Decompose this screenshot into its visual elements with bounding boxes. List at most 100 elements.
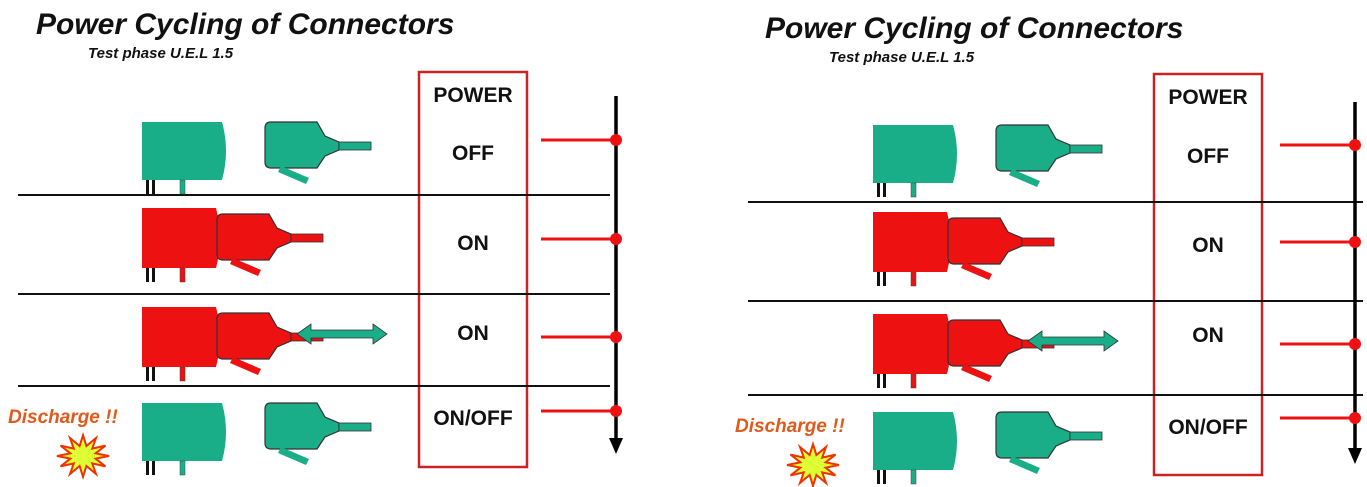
double-arrow-shape <box>296 323 388 345</box>
timeline-dot <box>610 233 622 245</box>
socket-notch <box>953 412 963 470</box>
plug-cable <box>290 233 324 243</box>
socket-pin <box>146 367 149 381</box>
socket-pin <box>146 180 149 194</box>
socket-pin <box>146 461 149 475</box>
timeline-dot <box>610 405 622 417</box>
socket-body <box>142 403 232 461</box>
plug-body <box>947 319 1023 367</box>
double-arrow-shape <box>1027 330 1119 352</box>
connector-row: OFF <box>873 124 1361 198</box>
connector-plug-icon <box>264 402 372 465</box>
socket-pin <box>152 461 155 475</box>
power-state-label: ON <box>457 322 489 345</box>
socket-pin <box>877 470 880 484</box>
connector-plug-icon <box>264 121 372 184</box>
connector-row: ON/OFF Discharge !! <box>735 411 1361 487</box>
socket-notch <box>222 403 232 461</box>
plug-cable <box>1069 144 1103 154</box>
power-state-label: OFF <box>452 142 494 165</box>
connector-row: ON <box>873 314 1361 389</box>
socket-tab <box>910 271 917 287</box>
discharge-label: Discharge !! <box>8 407 118 428</box>
diagram-title: Power Cycling of Connectors <box>36 8 454 41</box>
connector-socket-icon <box>142 122 232 195</box>
socket-pin <box>877 272 880 286</box>
socket-body <box>142 307 226 367</box>
plug-cable <box>1021 237 1055 247</box>
timeline-dot <box>610 331 622 343</box>
connector-socket-icon <box>873 314 957 389</box>
plug-body <box>264 121 340 169</box>
power-state-label: ON/OFF <box>1168 416 1247 439</box>
timeline-dot <box>1349 139 1361 151</box>
connector-socket-icon <box>873 125 963 198</box>
connector-plug-icon <box>947 217 1055 280</box>
socket-pin <box>146 268 149 282</box>
socket-body <box>873 314 957 374</box>
socket-body <box>873 412 963 470</box>
socket-body <box>142 208 226 268</box>
plug-latch <box>230 357 261 375</box>
power-state-label: OFF <box>1187 145 1229 168</box>
plug-latch <box>1009 169 1040 187</box>
socket-tab <box>910 182 917 198</box>
connector-socket-icon <box>142 403 232 476</box>
socket-pin <box>152 367 155 381</box>
socket-pin <box>877 374 880 388</box>
plug-latch <box>1009 456 1040 474</box>
connector-row: ON <box>873 212 1361 287</box>
spark-icon <box>786 440 840 487</box>
timeline-dot <box>1349 236 1361 248</box>
power-header: POWER <box>433 84 512 107</box>
plug-cable <box>338 422 372 432</box>
plug-body <box>216 312 292 360</box>
power-state-label: ON <box>1192 234 1224 257</box>
connector-plug-icon <box>216 213 324 276</box>
timeline-dot <box>610 134 622 146</box>
timeline-arrow-icon <box>609 438 623 454</box>
connector-plug-icon <box>216 312 324 375</box>
discharge-label: Discharge !! <box>735 416 845 437</box>
double-arrow-icon <box>1027 330 1119 352</box>
socket-pin <box>877 183 880 197</box>
connector-socket-icon <box>873 212 957 287</box>
power-header: POWER <box>1168 86 1247 109</box>
socket-body <box>142 122 232 180</box>
plug-cable <box>1069 431 1103 441</box>
spark-icon <box>56 431 110 481</box>
plug-body <box>216 213 292 261</box>
plug-latch <box>278 447 309 465</box>
plug-body <box>264 402 340 450</box>
connector-row: ON/OFF Discharge !! <box>8 402 622 481</box>
socket-pin <box>883 272 886 286</box>
plug-latch <box>278 166 309 184</box>
socket-tab <box>179 366 186 382</box>
socket-notch <box>953 125 963 183</box>
diagram-title: Power Cycling of Connectors <box>765 12 1183 45</box>
connector-plug-icon <box>947 319 1055 382</box>
socket-pin <box>883 183 886 197</box>
plug-latch <box>230 258 261 276</box>
socket-body <box>873 212 957 272</box>
connector-plug-icon <box>995 124 1103 187</box>
socket-pin <box>152 268 155 282</box>
diagram-subtitle: Test phase U.E.L 1.5 <box>88 45 234 62</box>
socket-pin <box>883 374 886 388</box>
power-state-label: ON/OFF <box>433 407 512 430</box>
timeline-arrow-icon <box>1348 448 1362 464</box>
socket-notch <box>222 122 232 180</box>
connector-plug-icon <box>995 411 1103 474</box>
socket-pin <box>152 180 155 194</box>
socket-pin <box>883 470 886 484</box>
socket-tab <box>910 469 917 485</box>
socket-tab <box>179 179 186 195</box>
plug-cable <box>338 141 372 151</box>
diagram-subtitle: Test phase U.E.L 1.5 <box>829 49 975 66</box>
power-state-label: ON <box>1192 324 1224 347</box>
plug-body <box>995 124 1071 172</box>
timeline-dot <box>1349 338 1361 350</box>
